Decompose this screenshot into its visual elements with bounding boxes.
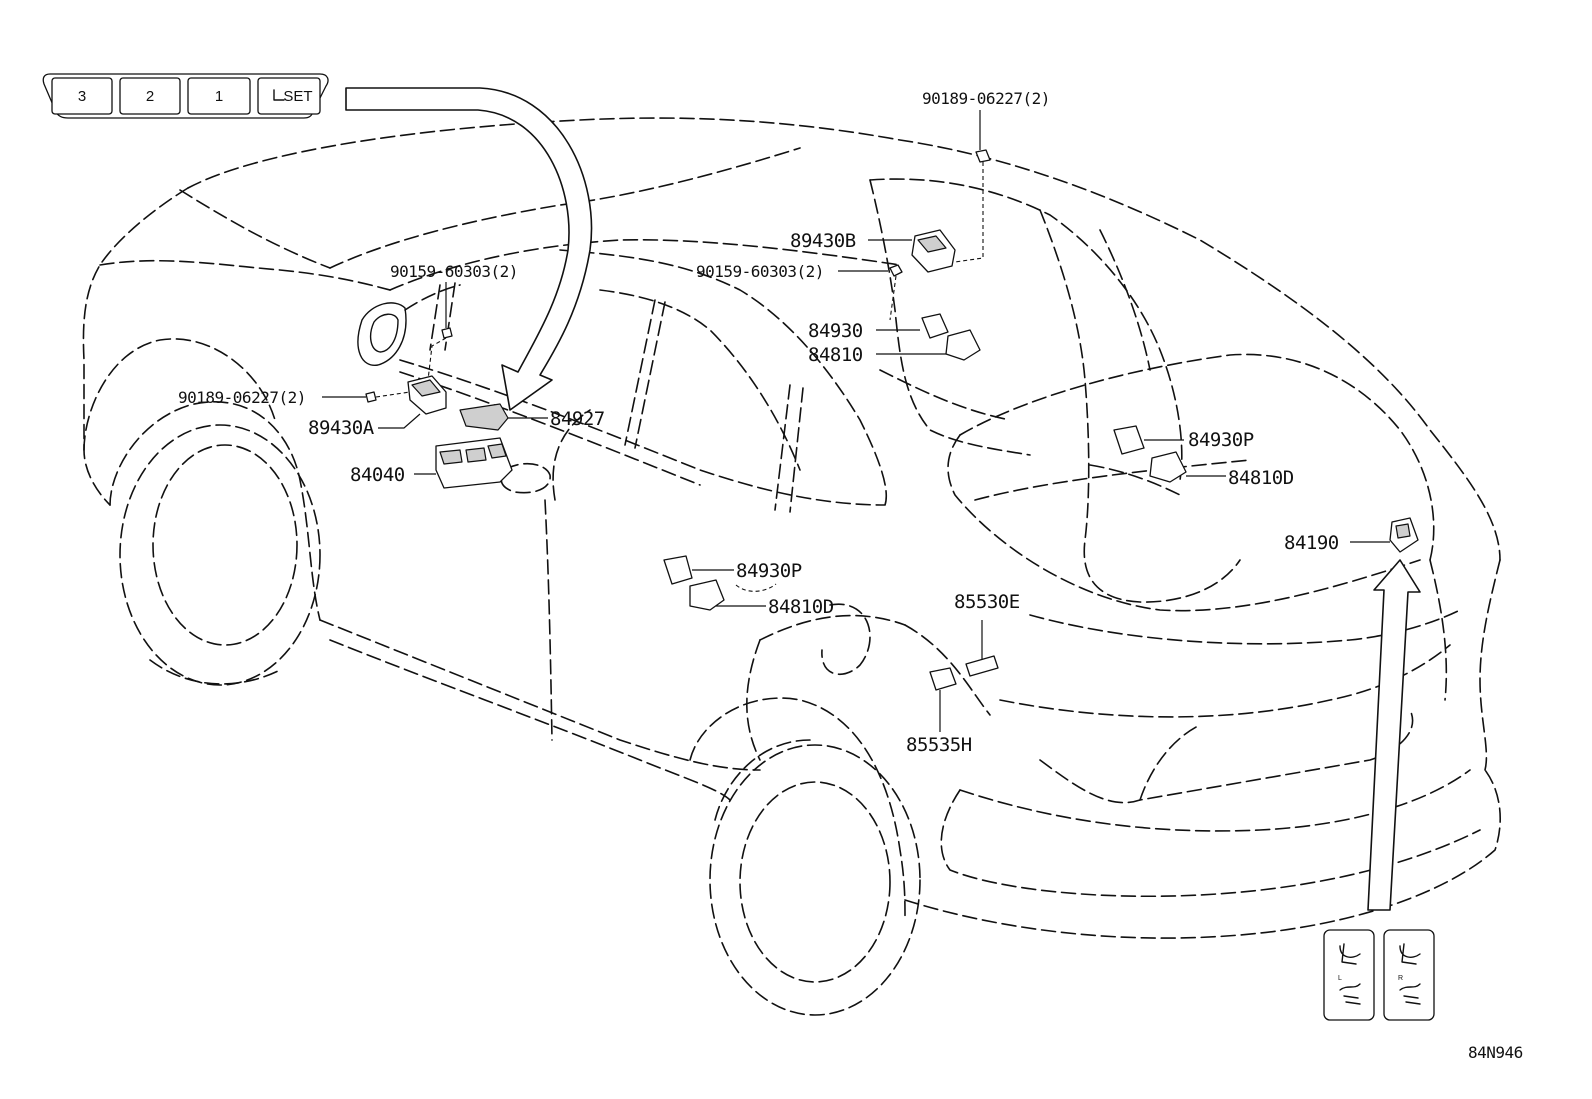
part-84930	[921, 313, 949, 339]
memory-key-1	[187, 77, 251, 115]
memory-key-set-label: SET	[283, 88, 312, 105]
label-84810: 84810	[808, 344, 863, 366]
part-85530E	[965, 655, 999, 677]
memory-seat-switch-panel: 3 2 1 SET	[42, 73, 329, 119]
label-84927: 84927	[550, 408, 605, 430]
label-89430B: 89430B	[790, 230, 856, 252]
memory-key-2	[119, 77, 181, 115]
label-85530E: 85530E	[954, 591, 1020, 613]
label-90159-60303-center: 90159-60303(2)	[696, 262, 824, 281]
leader-lines	[322, 110, 1390, 732]
label-84040: 84040	[350, 464, 405, 486]
label-84930: 84930	[808, 320, 863, 342]
clip-90189-top	[975, 149, 991, 163]
vehicle-outline	[82, 117, 1501, 1016]
label-90159-60303-left: 90159-60303(2)	[390, 262, 518, 281]
seat-vent-icon-right	[1399, 983, 1421, 1005]
memory-key-1-label: 1	[215, 88, 223, 105]
memory-key-3-label: 3	[78, 88, 86, 105]
memory-key-set	[257, 77, 321, 115]
curved-callout-arrow	[345, 87, 593, 411]
label-84930P-rear: 84930P	[1188, 429, 1254, 451]
part-84810D-side	[689, 579, 725, 611]
label-84810D-side: 84810D	[768, 596, 834, 618]
seat-heat-icon-left	[1339, 943, 1361, 965]
part-85535H	[929, 667, 957, 691]
label-90189-06227-top: 90189-06227(2)	[922, 89, 1050, 108]
part-84927	[459, 403, 509, 431]
seat-switch-right-label: R	[1398, 975, 1403, 982]
memory-key-3	[51, 77, 113, 115]
clip-90189-left	[365, 391, 377, 403]
part-89430B	[911, 229, 956, 273]
part-84190	[1389, 517, 1419, 553]
label-90189-06227-left: 90189-06227(2)	[178, 388, 306, 407]
screw-90159-center	[889, 264, 903, 277]
seat-heater-switches: L R	[1323, 929, 1435, 1021]
memory-key-2-label: 2	[146, 88, 154, 105]
seat-vent-icon-left	[1339, 983, 1361, 1005]
part-84810	[945, 329, 981, 361]
straight-callout-arrow	[1367, 559, 1421, 911]
seat-heat-icon-right	[1399, 943, 1421, 965]
label-84810D-rear: 84810D	[1228, 467, 1294, 489]
part-84930P-side	[663, 555, 693, 585]
screw-90159-left	[441, 327, 453, 339]
part-84810D-rear	[1149, 451, 1187, 483]
part-89430A	[407, 375, 447, 415]
label-89430A: 89430A	[308, 417, 375, 439]
label-85535H: 85535H	[906, 734, 972, 756]
label-84930P-side: 84930P	[736, 560, 802, 582]
seat-icon	[273, 89, 285, 101]
seat-switch-left-label: L	[1338, 975, 1342, 982]
part-84040	[435, 437, 513, 489]
part-84930P-rear	[1113, 425, 1145, 455]
label-84190: 84190	[1284, 532, 1339, 554]
diagram-id: 84N946	[1468, 1043, 1523, 1062]
